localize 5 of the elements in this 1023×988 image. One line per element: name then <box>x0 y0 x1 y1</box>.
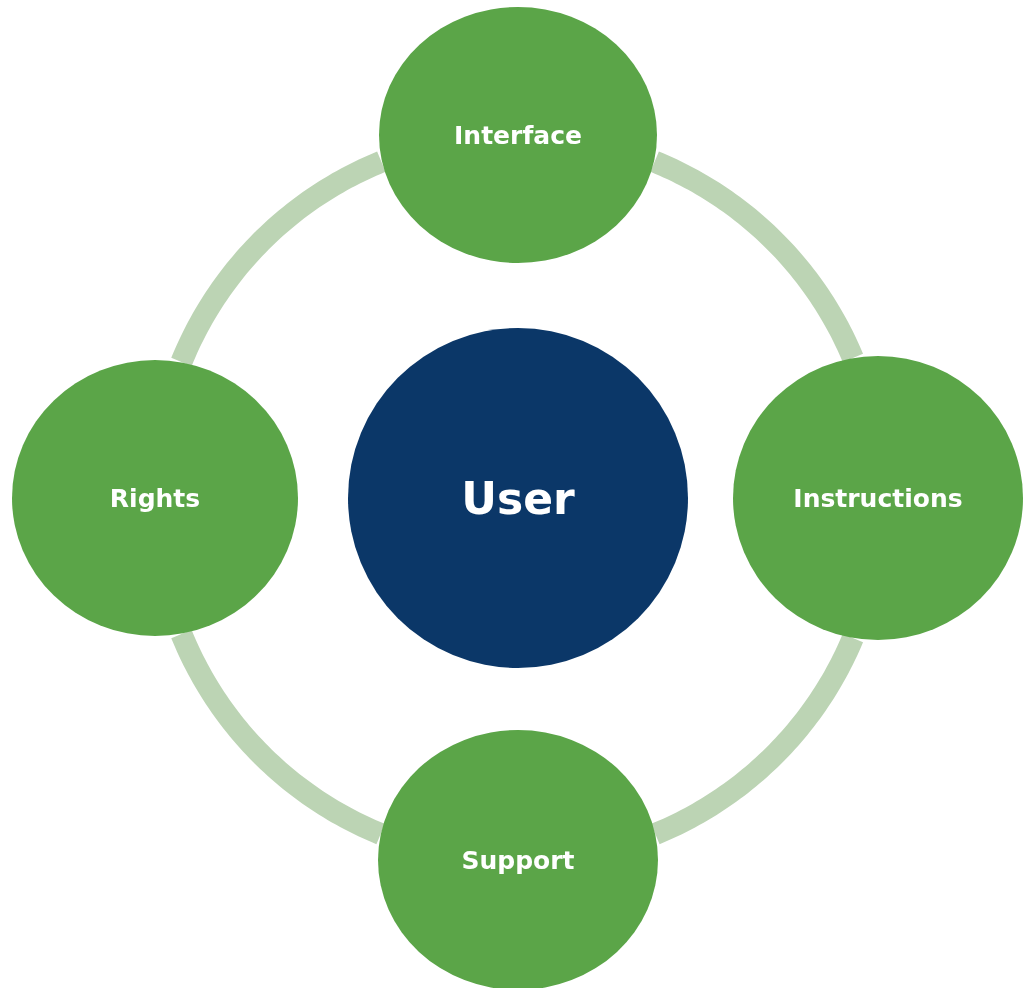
node-label: Interface <box>454 120 582 150</box>
node-label: Support <box>461 845 575 875</box>
node-label: Rights <box>109 483 201 513</box>
node-label: Instructions <box>793 483 963 513</box>
node-label: User <box>461 472 575 524</box>
